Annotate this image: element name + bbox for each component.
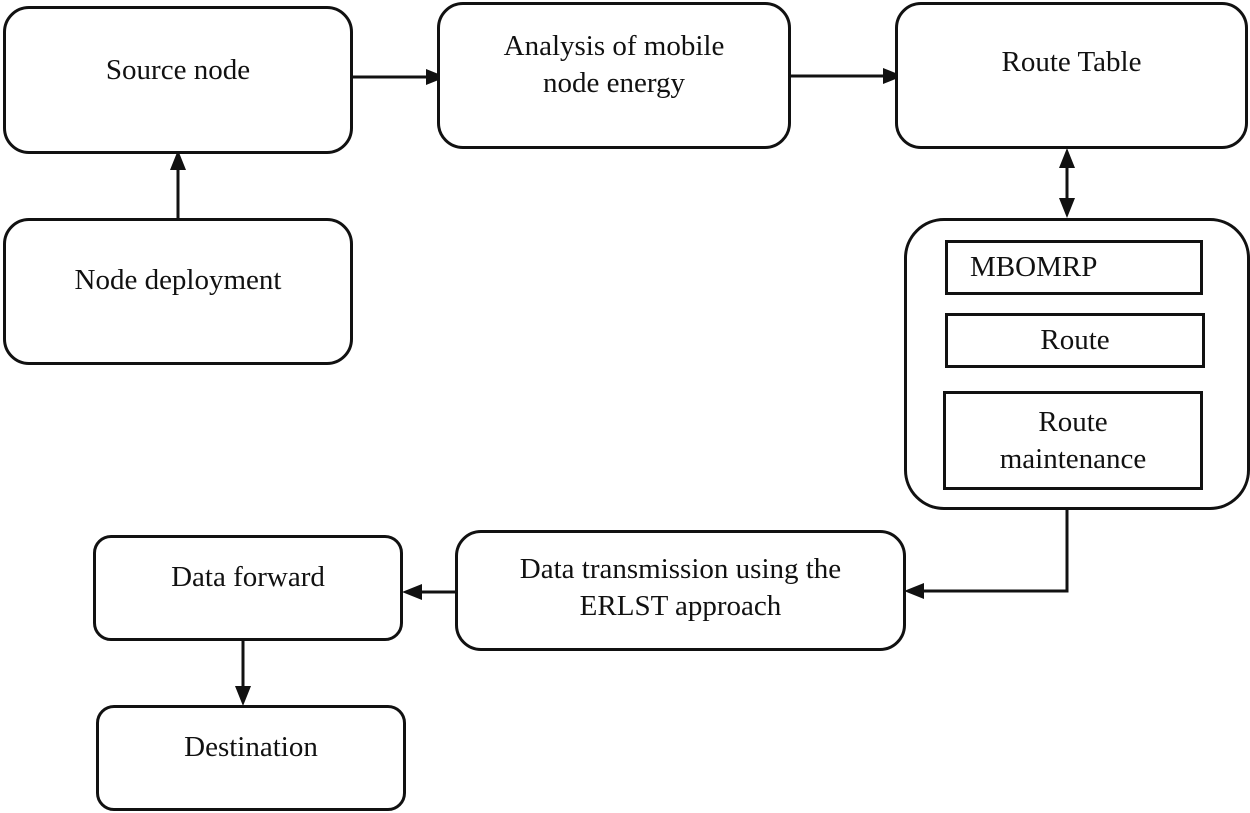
node-deployment-box: Node deployment	[3, 218, 353, 365]
analysis-box: Analysis of mobile node energy	[437, 2, 791, 149]
destination-label: Destination	[184, 731, 318, 763]
data-transmission-label: Data transmission using the ERLST approa…	[519, 553, 842, 622]
mbomrp-label: MBOMRP	[970, 251, 1098, 283]
node-deployment-label: Node deployment	[74, 264, 282, 296]
arrowhead-up-icon	[1059, 148, 1075, 168]
arrowhead-down-icon	[1059, 198, 1075, 218]
source-node-label: Source node	[105, 54, 251, 86]
source-node-box: Source node	[3, 6, 353, 154]
route-table-label: Route Table	[1001, 46, 1142, 78]
data-forward-label: Data forward	[171, 561, 325, 593]
data-forward-box: Data forward	[93, 535, 403, 641]
route-box: Route	[945, 313, 1205, 368]
arrow-container-to-transmission	[922, 508, 1069, 593]
route-label: Route	[1040, 324, 1110, 356]
analysis-label: Analysis of mobile node energy	[503, 30, 725, 99]
arrowhead-icon	[235, 686, 251, 706]
data-transmission-box: Data transmission using the ERLST approa…	[455, 530, 906, 651]
route-table-box: Route Table	[895, 2, 1248, 149]
arrowhead-icon	[402, 584, 422, 600]
route-maintenance-label: Route maintenance	[999, 405, 1147, 475]
destination-box: Destination	[96, 705, 406, 811]
mbomrp-box: MBOMRP	[945, 240, 1203, 295]
arrowhead-icon	[904, 583, 924, 599]
route-maintenance-box: Route maintenance	[943, 391, 1203, 490]
